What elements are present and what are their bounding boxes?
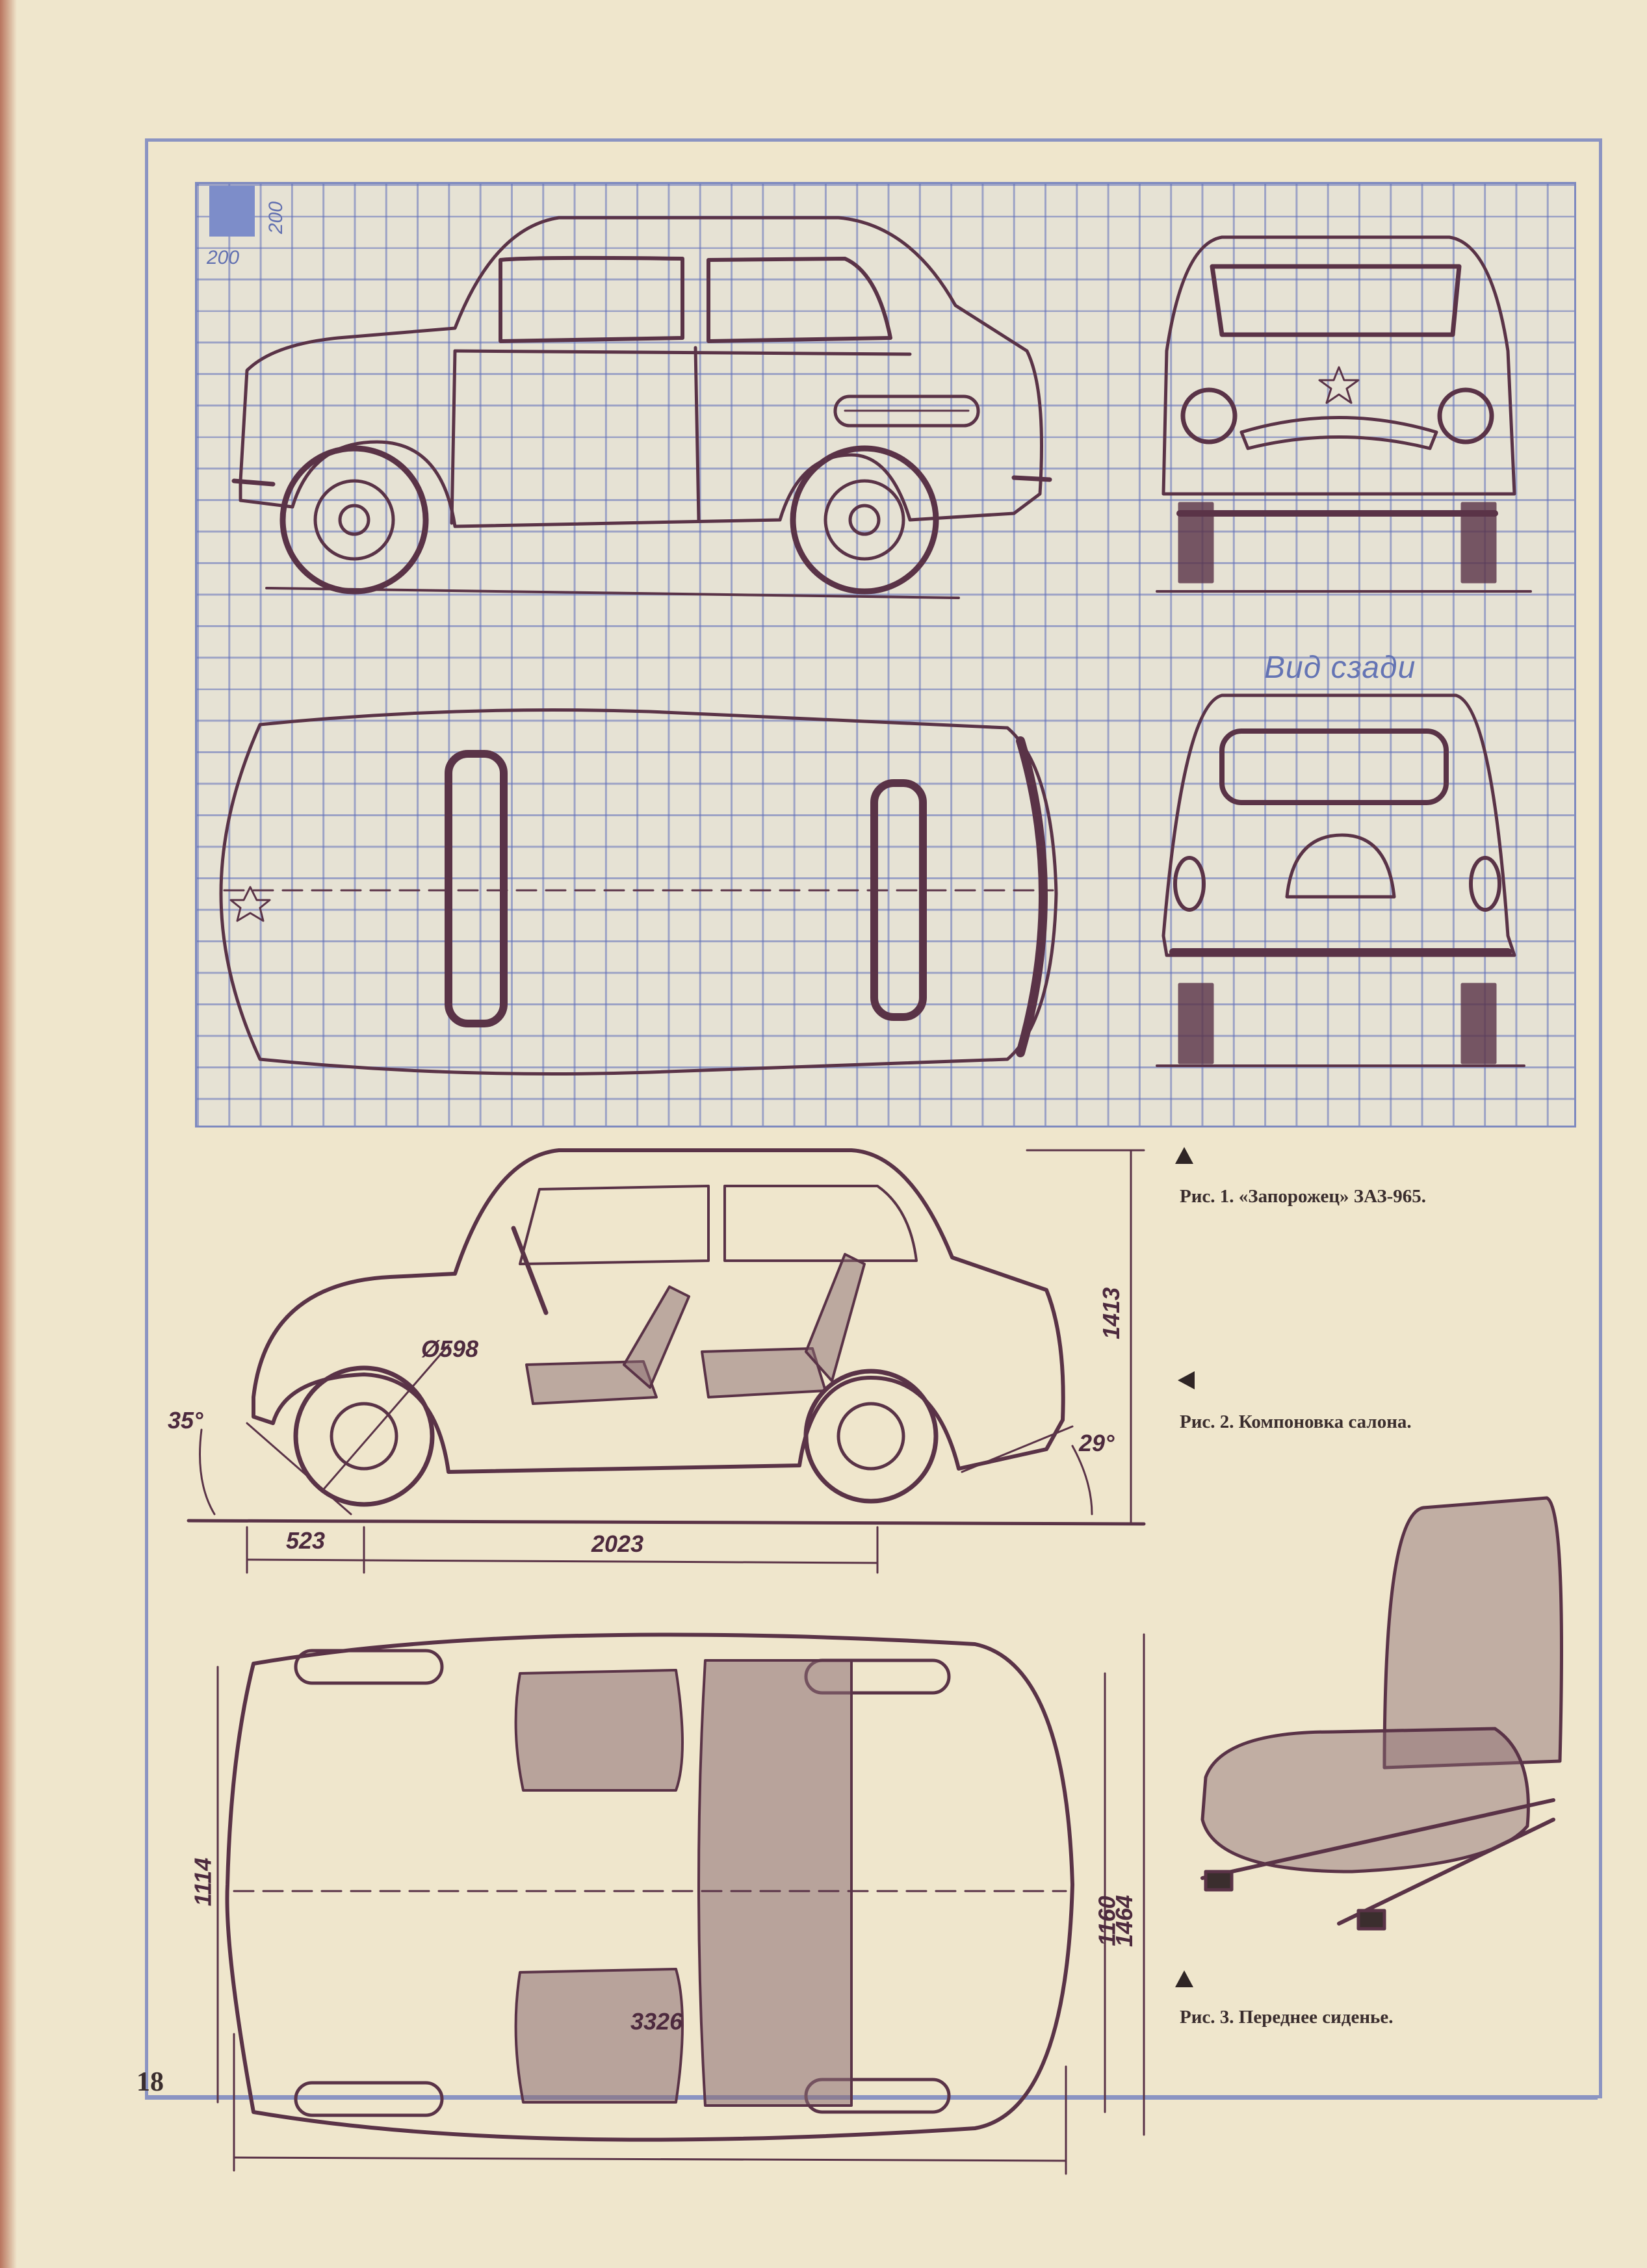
car-top-view: [219, 708, 1058, 1076]
cabin-layout-top: [216, 1632, 1145, 2175]
wheel-diameter-label: Ø598: [421, 1335, 479, 1362]
departure-angle-label: 29°: [1079, 1430, 1115, 1456]
scale-swatch: [209, 186, 255, 237]
page-number: 18: [136, 2067, 164, 2097]
caption-arrow-up-icon: [1175, 1147, 1193, 1164]
car-rear-view: [1156, 693, 1525, 1067]
wheelbase-label: 2023: [591, 1530, 644, 1557]
front-track-label: 1114: [189, 1857, 216, 1907]
approach-angle-label: 35°: [168, 1407, 203, 1434]
scale-label-horizontal: 200: [207, 247, 240, 268]
length-label: 3326: [630, 2008, 683, 2035]
caption-arrow-left-icon: [1178, 1371, 1195, 1389]
front-overhang-label: 523: [286, 1527, 326, 1554]
cabin-layout-side: [187, 1148, 1146, 1574]
caption-fig2: Рис. 2. Компоновка салона.: [1180, 1411, 1412, 1432]
caption-fig3: Рис. 3. Переднее сиденье.: [1180, 2007, 1394, 2028]
front-seat-drawing: [1200, 1496, 1563, 1931]
car-front-view: [1156, 235, 1532, 593]
frame-rule: [145, 2096, 1598, 2100]
caption-arrow-up-icon: [1175, 1970, 1193, 1987]
page-edge: [0, 0, 17, 2268]
height-label: 1413: [1098, 1287, 1125, 1340]
rear-view-label: Вид сзади: [1264, 651, 1416, 685]
caption-fig1: Рис. 1. «Запорожец» ЗАЗ-965.: [1180, 1186, 1427, 1207]
car-side-view: [231, 216, 1052, 599]
blueprint-grid: [195, 182, 1576, 1128]
width-label: 1464: [1111, 1894, 1138, 1948]
